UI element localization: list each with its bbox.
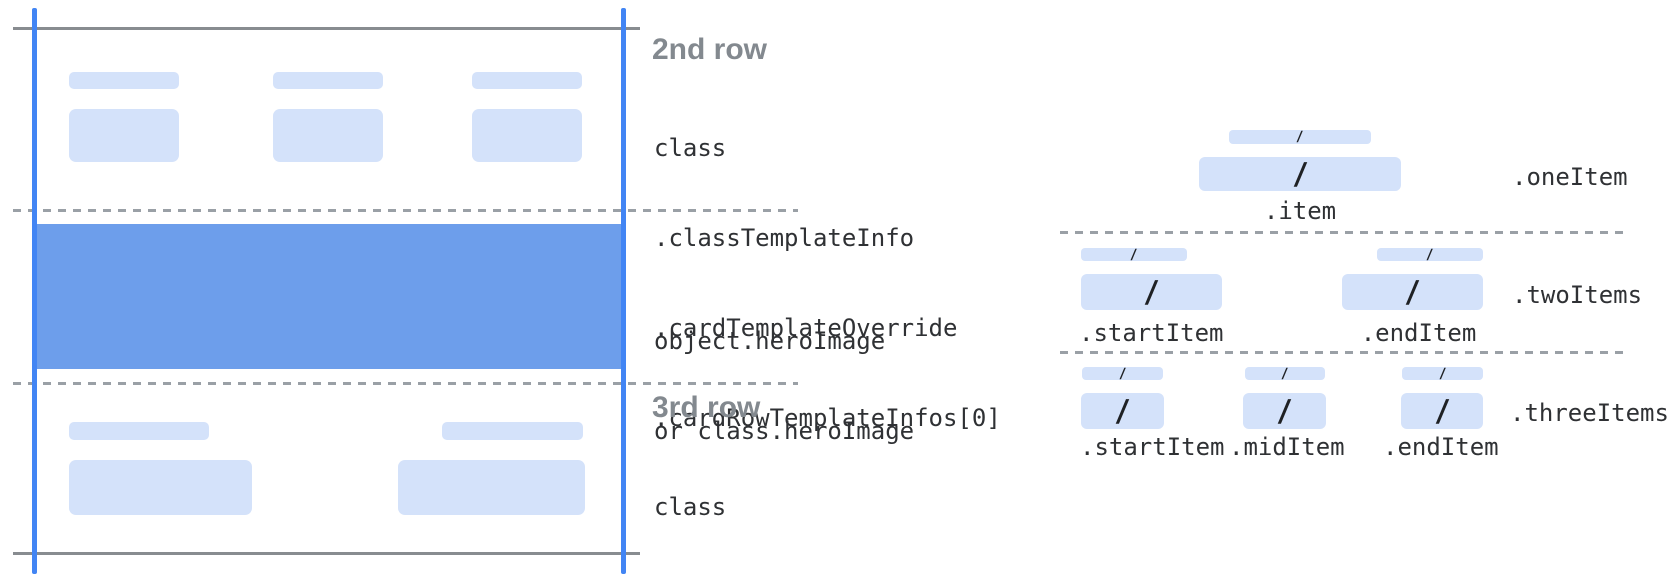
code-line: .cardRowTemplateInfos[0] — [654, 404, 1001, 432]
slash-glyph: / — [1144, 274, 1159, 310]
item-value-chip: / — [1081, 393, 1164, 429]
left-guide-line — [32, 8, 37, 574]
label-text-placeholder — [472, 72, 582, 89]
start-item-field-label: .startItem — [1080, 433, 1225, 461]
row2-code-block: class .classTemplateInfo .cardTemplateOv… — [654, 73, 1001, 493]
value-text-placeholder — [69, 109, 179, 162]
item-value-chip: / — [1081, 274, 1222, 310]
three-items-label: .threeItems — [1510, 399, 1669, 427]
slash-glyph: / — [1277, 393, 1292, 429]
label-text-placeholder — [442, 422, 583, 440]
item-value-chip: / — [1243, 393, 1326, 429]
slash-glyph: / — [1281, 365, 1289, 382]
item-value-chip: / — [1199, 156, 1401, 192]
hero-row3-separator-dashed — [13, 382, 798, 385]
slash-glyph: / — [1434, 393, 1450, 429]
item-field-label: .item — [1263, 197, 1337, 225]
code-line: or class.heroImage — [654, 417, 915, 445]
item-value-chip: / — [1401, 393, 1483, 429]
hero-code-block: object.heroImage or class.heroImage — [654, 266, 914, 506]
slash-glyph: / — [1426, 246, 1434, 263]
label-text-placeholder — [273, 72, 383, 89]
one-item-label: .oneItem — [1512, 163, 1628, 191]
row3-code-block: class .classTemplateInfo .cardTemplateOv… — [654, 432, 1001, 584]
item-label-chip: / — [1245, 365, 1325, 382]
code-line: .cardTemplateOverride — [654, 314, 958, 342]
value-text-placeholder — [273, 109, 383, 162]
slash-glyph: / — [1292, 156, 1308, 192]
card-top-boundary-line — [13, 27, 640, 30]
item-label-chip: / — [1402, 365, 1483, 382]
slash-glyph: / — [1119, 365, 1126, 382]
item-value-chip: / — [1342, 274, 1483, 310]
slash-glyph: / — [1115, 393, 1130, 429]
right-guide-line — [621, 8, 626, 574]
card-bottom-boundary-line — [13, 552, 640, 555]
code-line: class — [654, 493, 727, 521]
item-label-chip: / — [1229, 129, 1371, 145]
slash-glyph: / — [1130, 246, 1138, 263]
value-text-placeholder — [69, 460, 252, 515]
end-item-field-label: .endItem — [1360, 319, 1477, 347]
row2-hero-separator-dashed — [13, 209, 798, 212]
two-items-label: .twoItems — [1512, 281, 1643, 309]
item-label-chip: / — [1377, 246, 1483, 263]
value-text-placeholder — [398, 460, 585, 515]
one-two-separator-dashed — [1060, 231, 1628, 234]
item-label-chip: / — [1081, 246, 1187, 263]
end-item-field-label: .endItem — [1383, 433, 1499, 461]
slash-glyph: / — [1439, 365, 1446, 382]
code-line: class — [654, 134, 727, 162]
hero-image-band — [34, 224, 624, 369]
code-line: .classTemplateInfo — [654, 224, 915, 252]
code-line: object.heroImage — [654, 327, 886, 355]
two-three-separator-dashed — [1060, 351, 1628, 354]
mid-item-field-label: .midItem — [1229, 433, 1345, 461]
row2-heading: 2nd row — [652, 33, 768, 66]
row3-heading: 3rd row — [652, 391, 761, 424]
slash-glyph: / — [1296, 129, 1304, 145]
start-item-field-label: .startItem — [1079, 319, 1224, 347]
value-text-placeholder — [472, 109, 582, 162]
item-label-chip: / — [1082, 365, 1163, 382]
slash-glyph: / — [1405, 274, 1420, 310]
label-text-placeholder — [69, 72, 179, 89]
label-text-placeholder — [69, 422, 209, 440]
